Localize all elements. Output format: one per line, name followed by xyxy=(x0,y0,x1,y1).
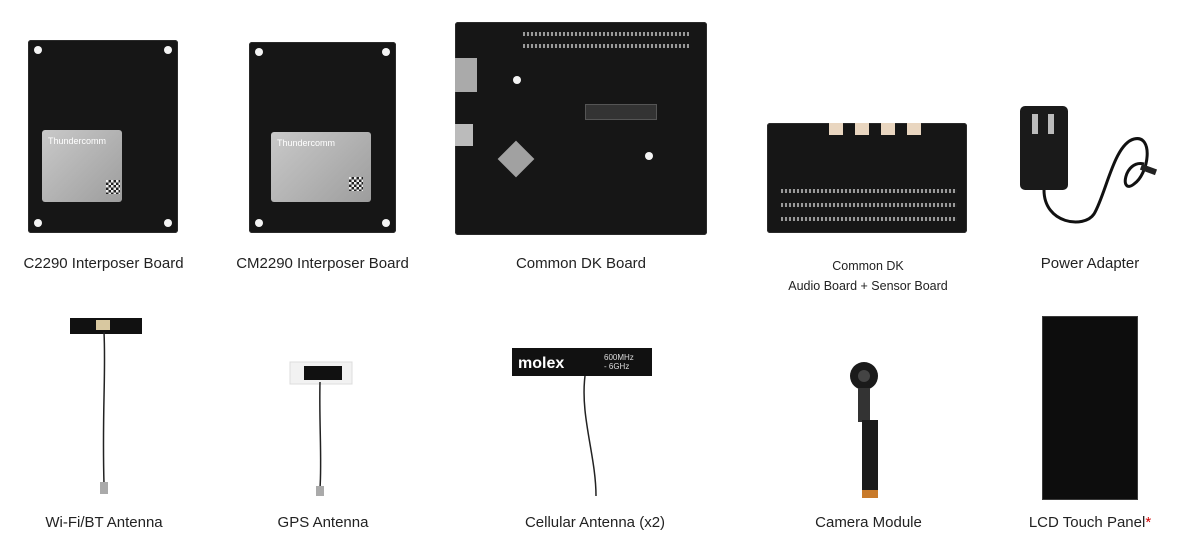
chip-brand: Thundercomm xyxy=(48,136,107,146)
mount-hole xyxy=(255,219,263,227)
pin-header xyxy=(523,32,689,36)
mount-hole xyxy=(255,48,263,56)
lcd-label-text: LCD Touch Panel xyxy=(1028,514,1146,531)
molex-logo: molex xyxy=(518,355,564,372)
gps-antenna-image xyxy=(289,361,353,496)
jst-connector xyxy=(855,123,869,135)
pin-header xyxy=(781,217,957,221)
mount-hole xyxy=(513,76,521,84)
audio-sensor-label-line1: Common DK xyxy=(832,259,904,273)
c2290-label: C2290 Interposer Board xyxy=(23,255,184,272)
jst-connector xyxy=(829,123,843,135)
wifi-bt-antenna-label: Wi-Fi/BT Antenna xyxy=(45,514,163,531)
common-dk-label: Common DK Board xyxy=(515,255,647,272)
lcd-touch-panel-image xyxy=(1042,316,1138,500)
mount-hole xyxy=(164,46,172,54)
jst-connector xyxy=(907,123,921,135)
pin-header xyxy=(781,203,957,207)
qr-code xyxy=(106,180,120,194)
audio-sensor-label: Common DK Audio Board + Sensor Board xyxy=(770,256,966,296)
asterisk-mark: * xyxy=(1145,514,1152,531)
common-dk-board-image xyxy=(455,22,707,235)
c2290-board-image: Thundercomm xyxy=(28,40,178,233)
wifi-bt-antenna-image xyxy=(70,318,142,494)
pin-header xyxy=(781,189,957,193)
mount-hole xyxy=(645,152,653,160)
mount-hole xyxy=(382,48,390,56)
cm2290-module-chip: Thundercomm xyxy=(271,132,371,202)
pin-header xyxy=(523,44,689,48)
camera-module-image xyxy=(850,362,878,498)
cellular-spec-text: 600MHz - 6GHz xyxy=(604,353,634,371)
connector xyxy=(585,104,657,120)
mount-hole xyxy=(382,219,390,227)
mount-hole xyxy=(34,219,42,227)
jst-connector xyxy=(881,123,895,135)
board-logo xyxy=(497,140,535,178)
camera-module-label: Camera Module xyxy=(815,514,922,531)
usb-port xyxy=(455,58,477,92)
audio-sensor-label-line2: Audio Board + Sensor Board xyxy=(788,279,948,293)
mount-hole xyxy=(34,46,42,54)
gps-antenna-label: GPS Antenna xyxy=(277,514,369,531)
lcd-touch-panel-label: LCD Touch Panel* xyxy=(1012,514,1168,531)
audio-sensor-board-image xyxy=(767,123,967,233)
cellular-antenna-label: Cellular Antenna (x2) xyxy=(524,514,666,531)
cm2290-board-image: Thundercomm xyxy=(249,42,396,233)
power-adapter-label: Power Adapter xyxy=(1040,255,1140,272)
mount-hole xyxy=(164,219,172,227)
chip-brand: Thundercomm xyxy=(277,138,336,148)
power-adapter-image xyxy=(1020,106,1158,224)
hdmi-port xyxy=(455,124,473,146)
qr-code xyxy=(349,177,363,191)
cm2290-label: CM2290 Interposer Board xyxy=(236,255,409,272)
cellular-antenna-image: molex xyxy=(512,348,652,497)
